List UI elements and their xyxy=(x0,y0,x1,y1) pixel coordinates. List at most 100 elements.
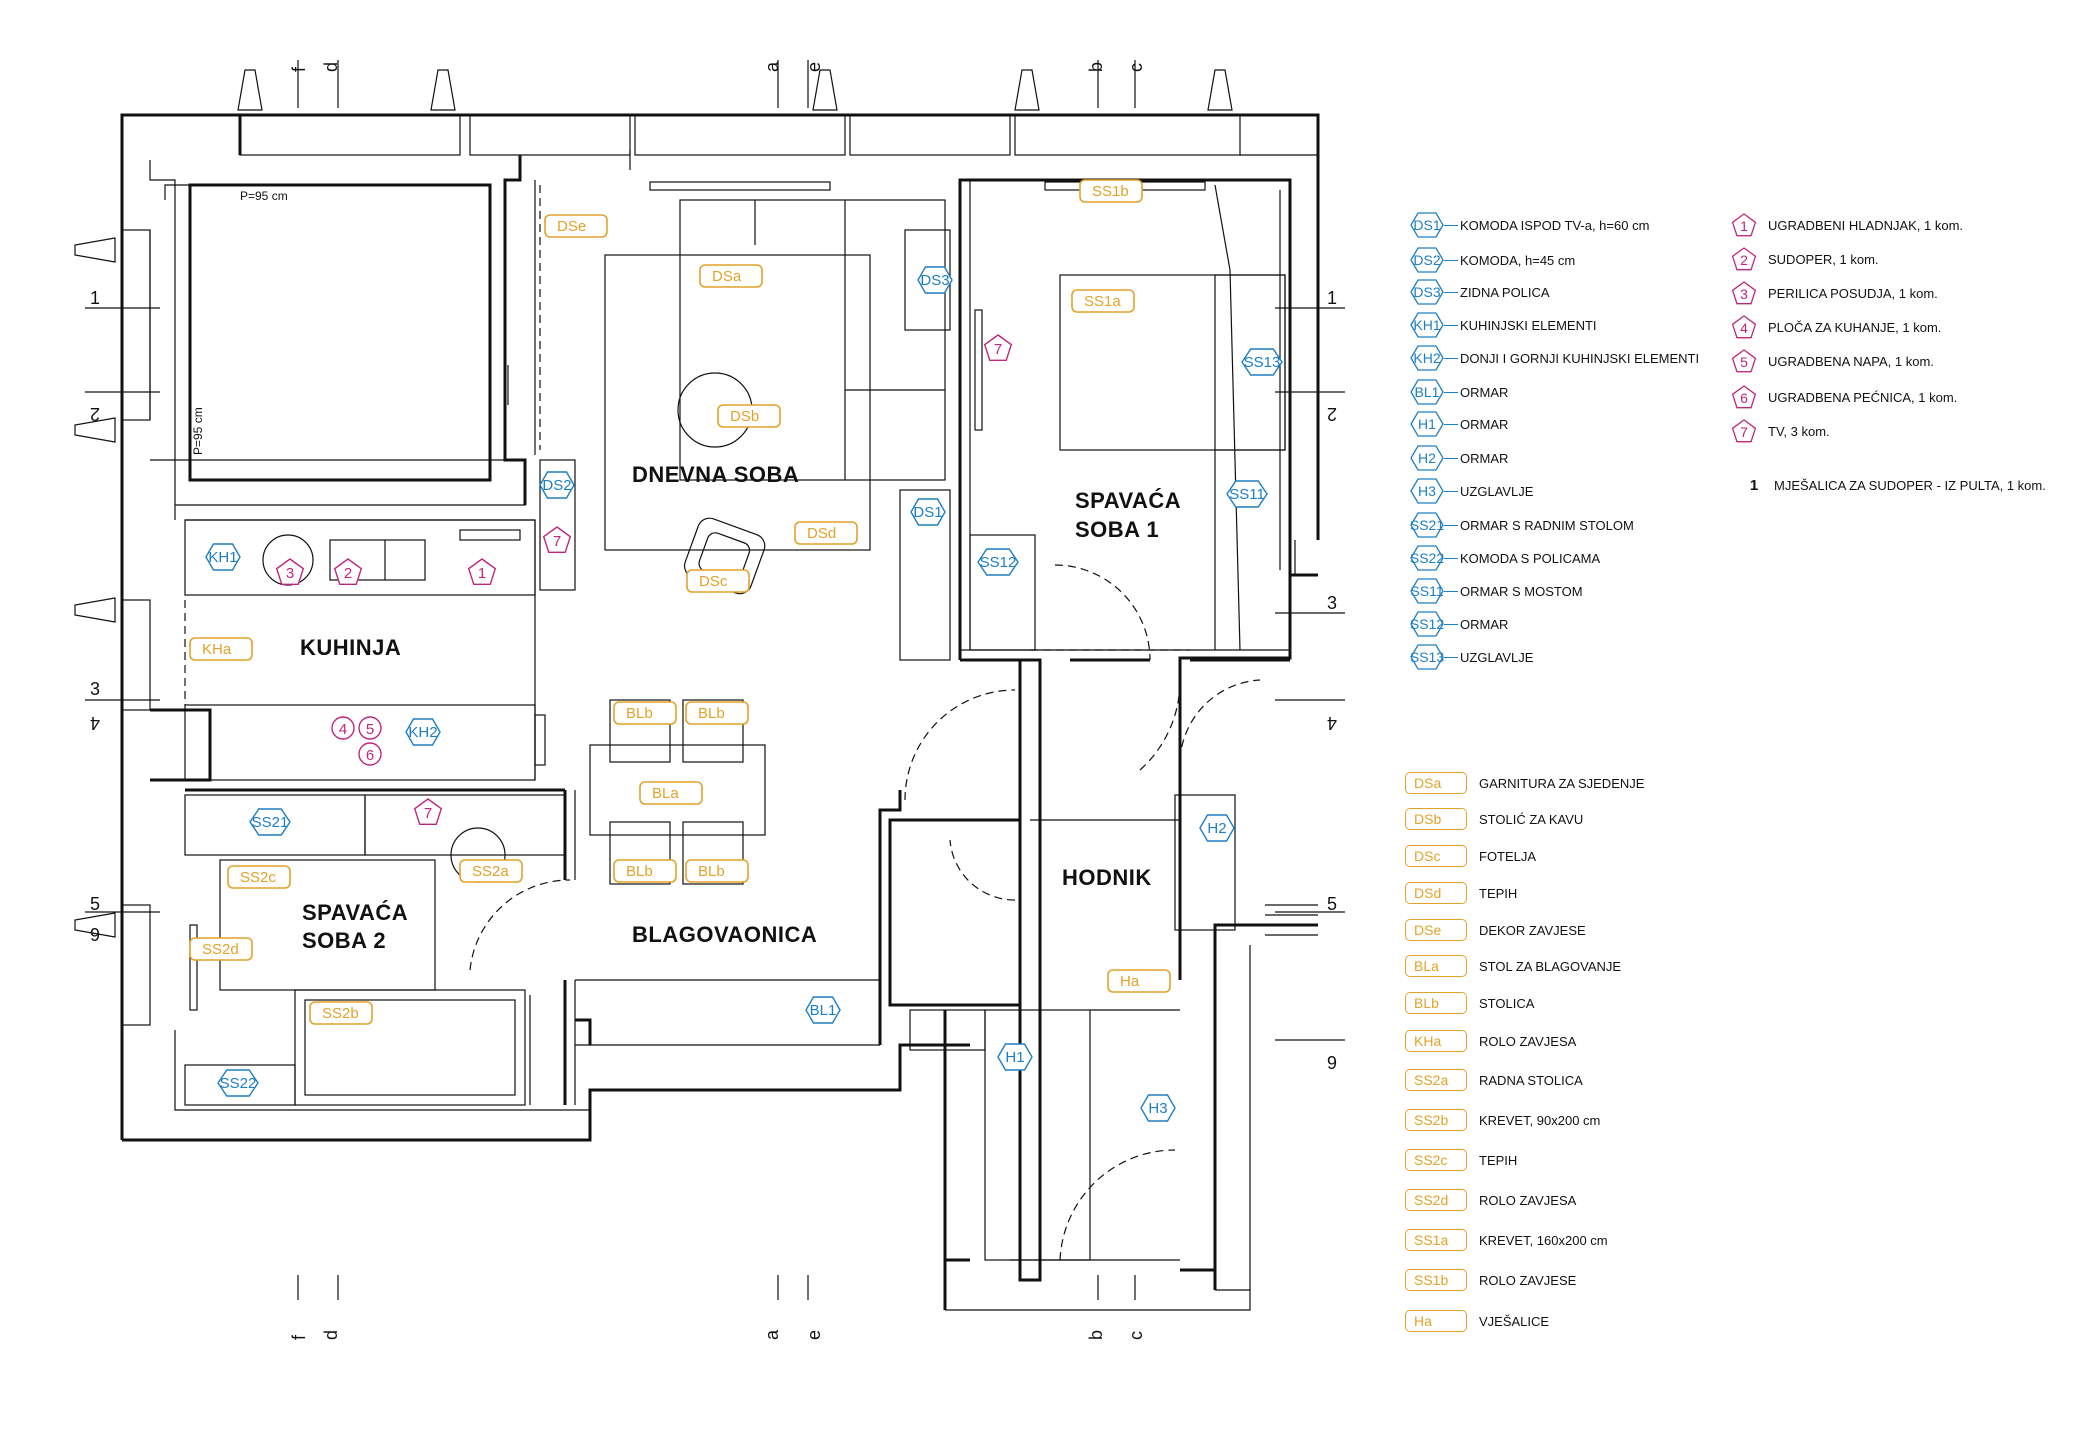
plan-tag-ss2d: SS2d xyxy=(189,937,253,961)
hexagon-icon: SS11 xyxy=(1410,578,1444,604)
hexagon-icon: H3 xyxy=(1410,478,1444,504)
legend-text: UGRADBENA PEĆNICA, 1 kom. xyxy=(1768,389,1958,405)
pentagon-icon: 7 xyxy=(1730,417,1758,445)
legend-plain-code: 1 xyxy=(1749,476,1759,494)
plan-tag-text: 7 xyxy=(553,533,561,550)
legend-text: ROLO ZAVJESA xyxy=(1479,1192,1577,1208)
legend-text: UGRADBENI HLADNJAK, 1 kom. xyxy=(1768,217,1964,233)
legend-text: UZGLAVLJE xyxy=(1460,649,1534,665)
plan-tag-dsd: DSd xyxy=(794,521,858,545)
room-labels: KUHINJA DNEVNA SOBA SPAVAĆA SOBA 1 SPAVA… xyxy=(300,462,1181,953)
plan-tag-appliance-7: 7 xyxy=(413,798,443,826)
plan-tag-text: SS2d xyxy=(202,941,239,958)
plan-tag-text: 7 xyxy=(994,341,1002,358)
room-label-hodnik: HODNIK xyxy=(1062,865,1152,890)
legend-text: KOMODA ISPOD TV-a, h=60 cm xyxy=(1460,217,1650,233)
hexagon-icon: SS13 xyxy=(1410,644,1444,670)
pentagon-icon: 1 xyxy=(1730,211,1758,239)
legend-text: DONJI I GORNJI KUHINJSKI ELEMENTI xyxy=(1460,350,1700,366)
axis-label-c-top: c xyxy=(1126,63,1146,72)
svg-text:H2: H2 xyxy=(1418,450,1436,466)
plan-tag-text: SS1b xyxy=(1092,183,1129,200)
legend-row-ss11: SS11 ORMAR S MOSTOM xyxy=(1410,578,1583,604)
legend-row-ss21: SS21 ORMAR S RADNIM STOLOM xyxy=(1410,512,1634,538)
interior-walls xyxy=(150,155,1292,1282)
pentagon-icon: 4 xyxy=(1730,313,1758,341)
legend-row-ss2d: SS2d ROLO ZAVJESA xyxy=(1405,1187,1576,1213)
legend-leader-line xyxy=(1444,391,1458,393)
legend-code-tag: SS2d xyxy=(1405,1189,1467,1211)
plan-tag-text: BL1 xyxy=(810,1002,837,1019)
plan-tag-text: 2 xyxy=(344,565,352,582)
legend-plain-item: 1 MJEŠALICA ZA SUDOPER - IZ PULTA, 1 kom… xyxy=(1740,472,2075,500)
note-p95-horizontal: P=95 cm xyxy=(240,189,288,203)
plan-tag-appliance-7: 7 xyxy=(542,526,572,554)
plan-tag-ss2b: SS2b xyxy=(309,1001,373,1025)
svg-text:4: 4 xyxy=(1740,320,1748,336)
legend-row-ss13: SS13 UZGLAVLJE xyxy=(1410,644,1533,670)
pentagon-icon: 2 xyxy=(1730,245,1758,273)
room-label-kuhinja: KUHINJA xyxy=(300,635,401,660)
plan-tag-ss22: SS22 xyxy=(217,1069,259,1097)
hexagon-icon: SS22 xyxy=(1410,545,1444,571)
legend-text: RADNA STOLICA xyxy=(1479,1072,1583,1088)
legend-code-tag: SS1a xyxy=(1405,1229,1467,1251)
plan-tag-appliance-5: 5 xyxy=(358,716,382,740)
legend-code-tag: SS1b xyxy=(1405,1269,1467,1291)
plan-tag-text: 4 xyxy=(339,721,347,738)
axis-label-d-bottom: d xyxy=(321,1330,341,1340)
plan-tag-text: KH1 xyxy=(208,549,237,566)
plan-tag-text: BLb xyxy=(698,863,725,880)
plan-tag-text: DSd xyxy=(807,525,836,542)
svg-text:BL1: BL1 xyxy=(1415,384,1440,400)
plan-tag-appliance-7: 7 xyxy=(983,334,1013,362)
plan-tag-h1: H1 xyxy=(997,1043,1033,1071)
legend-code-tag: KHa xyxy=(1405,1030,1467,1052)
axis-label-5-right: 5 xyxy=(1327,894,1337,914)
legend-code-tag: BLa xyxy=(1405,955,1467,977)
legend-text: ORMAR S RADNIM STOLOM xyxy=(1460,517,1634,533)
plan-tag-dsc: DSc xyxy=(686,569,750,593)
legend-text: KREVET, 160x200 cm xyxy=(1479,1232,1608,1248)
hexagon-icon: SS21 xyxy=(1410,512,1444,538)
hexagon-icon: H2 xyxy=(1410,445,1444,471)
plan-tag-text: DS1 xyxy=(913,504,942,521)
plan-tag-ds3: DS3 xyxy=(917,266,953,294)
legend-code-tag: DSa xyxy=(1405,772,1467,794)
axis-label-b-bottom: b xyxy=(1086,1330,1106,1340)
legend-text: DEKOR ZAVJESE xyxy=(1479,922,1586,938)
axis-label-2-left: 2 xyxy=(90,404,100,424)
svg-text:SS12: SS12 xyxy=(1410,616,1444,632)
room-label-blagovaonica: BLAGOVAONICA xyxy=(632,922,817,947)
legend-code-tag: SS2c xyxy=(1405,1149,1467,1171)
legend-plain-text: MJEŠALICA ZA SUDOPER - IZ PULTA, 1 kom. xyxy=(1774,477,2046,493)
plan-tag-text: 3 xyxy=(286,565,294,582)
legend-text: TEPIH xyxy=(1479,1152,1518,1168)
legend-code-tag: BLb xyxy=(1405,992,1467,1014)
svg-text:3: 3 xyxy=(1740,286,1748,302)
legend-text: TEPIH xyxy=(1479,885,1518,901)
room-label-spavaca-soba-1-line1: SPAVAĆA xyxy=(1075,488,1181,513)
legend-leader-line xyxy=(1444,524,1458,526)
legend-row-appliance-1: 1 UGRADBENI HLADNJAK, 1 kom. xyxy=(1730,212,1963,238)
plan-tag-text: BLb xyxy=(626,863,653,880)
legend-text: ORMAR S MOSTOM xyxy=(1460,583,1583,599)
plan-tag-text: KHa xyxy=(202,641,232,658)
plan-tag-text: SS2c xyxy=(240,869,276,886)
